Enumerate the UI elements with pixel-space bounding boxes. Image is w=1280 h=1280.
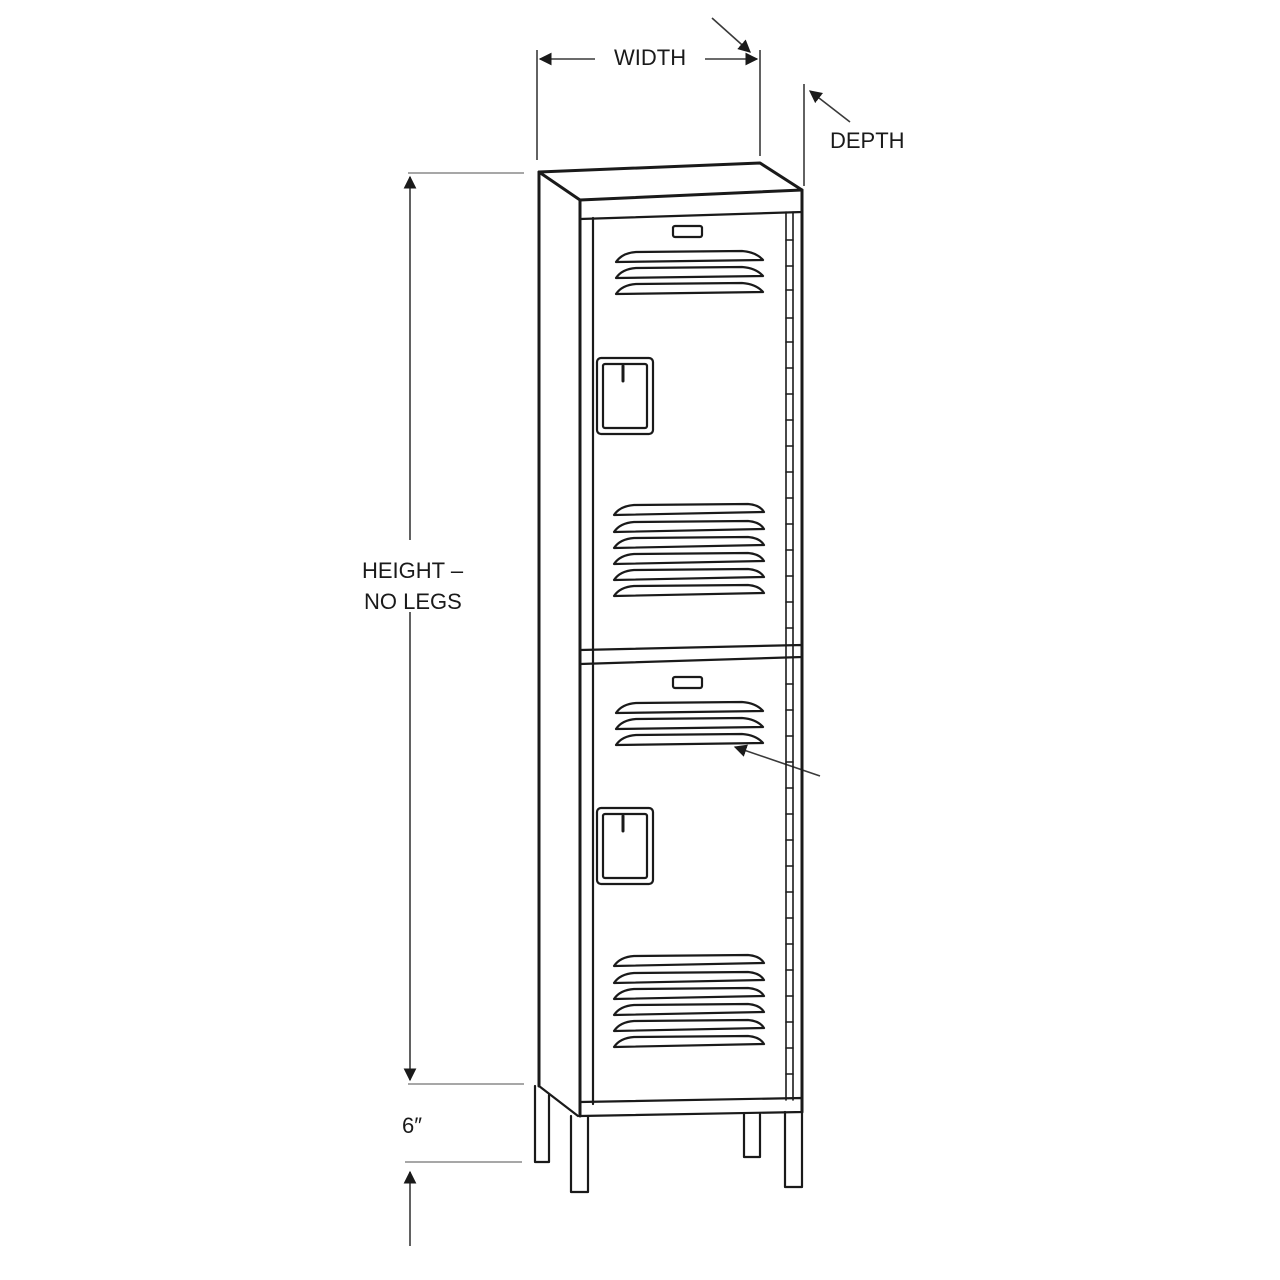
leg-front-left (569, 1114, 590, 1194)
width-dimension (536, 17, 761, 160)
lower-door-top-vents (614, 700, 765, 747)
height-dimension (403, 172, 524, 1085)
number-plate (671, 675, 704, 690)
height-label-line2: NO LEGS (364, 589, 462, 614)
lower-door-handle (595, 806, 655, 886)
leg-back-right (742, 1112, 762, 1159)
legs-dimension (403, 1161, 522, 1246)
legs (533, 1084, 804, 1194)
upper-door-handle (595, 356, 655, 436)
width-label: WIDTH (614, 45, 687, 70)
depth-label: DEPTH (830, 128, 905, 153)
lower-door-bottom-vents (612, 953, 766, 1049)
lower-door (595, 675, 766, 1049)
upper-door-top-vents (614, 249, 765, 296)
vent-callout-arrow (733, 744, 821, 777)
number-plate (671, 224, 704, 239)
leg-back-left (533, 1084, 551, 1164)
depth-dimension (803, 84, 851, 186)
upper-door (595, 224, 766, 598)
locker-body (537, 161, 804, 1118)
upper-door-bottom-vents (612, 502, 766, 598)
leg-front-right (783, 1110, 804, 1189)
height-label-line1: HEIGHT – (362, 558, 464, 583)
legs-height-label: 6″ (402, 1113, 423, 1138)
